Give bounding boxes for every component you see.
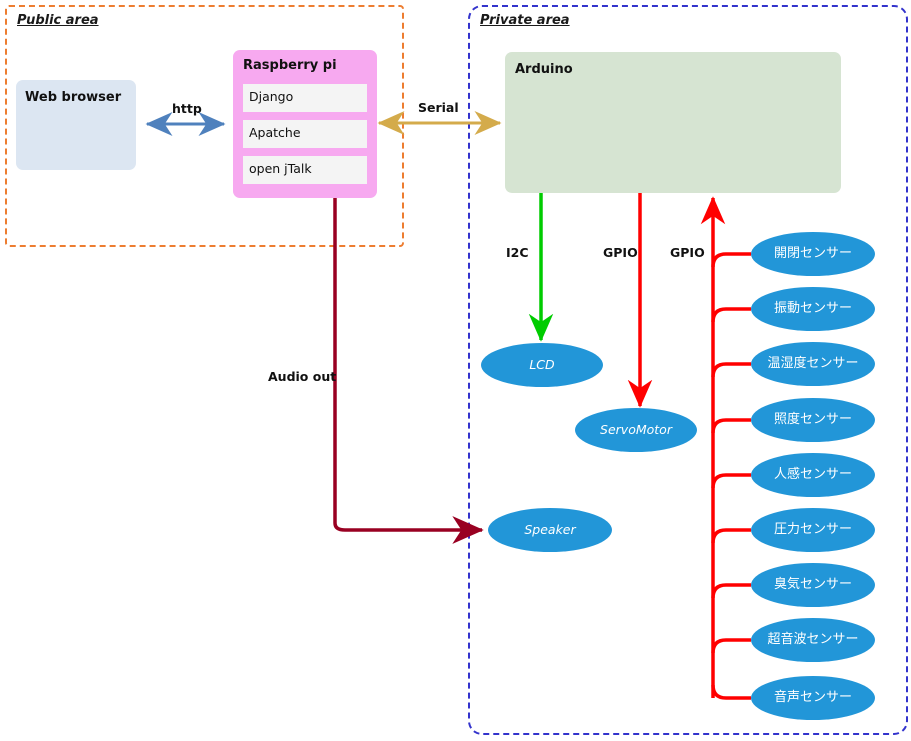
sensor-label: 臭気センサー	[773, 577, 852, 593]
connector-label-audio-out: Audio out	[268, 369, 337, 384]
sensor-label: 開閉センサー	[773, 246, 852, 262]
raspberry-pi-box[interactable]: Raspberry pi Django Apatche open jTalk	[233, 50, 377, 198]
peripheral-label: LCD	[529, 357, 555, 373]
sensor-label: 温湿度センサー	[767, 356, 859, 372]
peripheral-speaker[interactable]: Speaker	[488, 508, 612, 552]
software-item-apatche[interactable]: Apatche	[243, 120, 367, 148]
public-area-title: Public area	[17, 13, 99, 28]
sensor-label: 音声センサー	[773, 690, 852, 706]
private-area-title: Private area	[480, 13, 570, 28]
sensor-shoudo[interactable]: 照度センサー	[751, 398, 875, 442]
peripheral-label: Speaker	[524, 522, 576, 538]
software-label: Django	[249, 89, 294, 104]
sensor-label: 振動センサー	[773, 301, 852, 317]
connector-label-i2c: I2C	[506, 245, 529, 260]
peripheral-servomotor[interactable]: ServoMotor	[575, 408, 697, 452]
web-browser-box[interactable]: Web browser	[16, 80, 136, 170]
software-item-open-jtalk[interactable]: open jTalk	[243, 156, 367, 184]
sensor-atsuryoku[interactable]: 圧力センサー	[751, 508, 875, 552]
sensor-onsei[interactable]: 音声センサー	[751, 676, 875, 720]
arduino-label: Arduino	[515, 62, 573, 77]
sensor-kaihei[interactable]: 開閉センサー	[751, 232, 875, 276]
connector-label-serial: Serial	[418, 100, 459, 115]
software-label: open jTalk	[249, 161, 312, 176]
sensor-chouonpa[interactable]: 超音波センサー	[751, 618, 875, 662]
peripheral-lcd[interactable]: LCD	[481, 343, 603, 387]
sensor-label: 照度センサー	[773, 412, 852, 428]
sensor-label: 人感センサー	[773, 467, 852, 483]
raspberry-pi-label: Raspberry pi	[243, 58, 337, 73]
web-browser-label: Web browser	[25, 90, 122, 105]
sensor-label: 圧力センサー	[773, 522, 852, 538]
connector-label-gpio-bus: GPIO	[670, 245, 705, 260]
connector-audio-out	[333, 198, 484, 544]
sensor-jinkan[interactable]: 人感センサー	[751, 453, 875, 497]
sensor-shuuki[interactable]: 臭気センサー	[751, 563, 875, 607]
software-item-django[interactable]: Django	[243, 84, 367, 112]
sensor-shindou[interactable]: 振動センサー	[751, 287, 875, 331]
sensor-onshitsudo[interactable]: 温湿度センサー	[751, 342, 875, 386]
sensor-label: 超音波センサー	[767, 632, 859, 648]
peripheral-label: ServoMotor	[600, 422, 672, 438]
connector-label-http: http	[172, 101, 202, 116]
software-label: Apatche	[249, 125, 301, 140]
connector-label-gpio-servo: GPIO	[603, 245, 638, 260]
arduino-box[interactable]: Arduino	[505, 52, 841, 193]
